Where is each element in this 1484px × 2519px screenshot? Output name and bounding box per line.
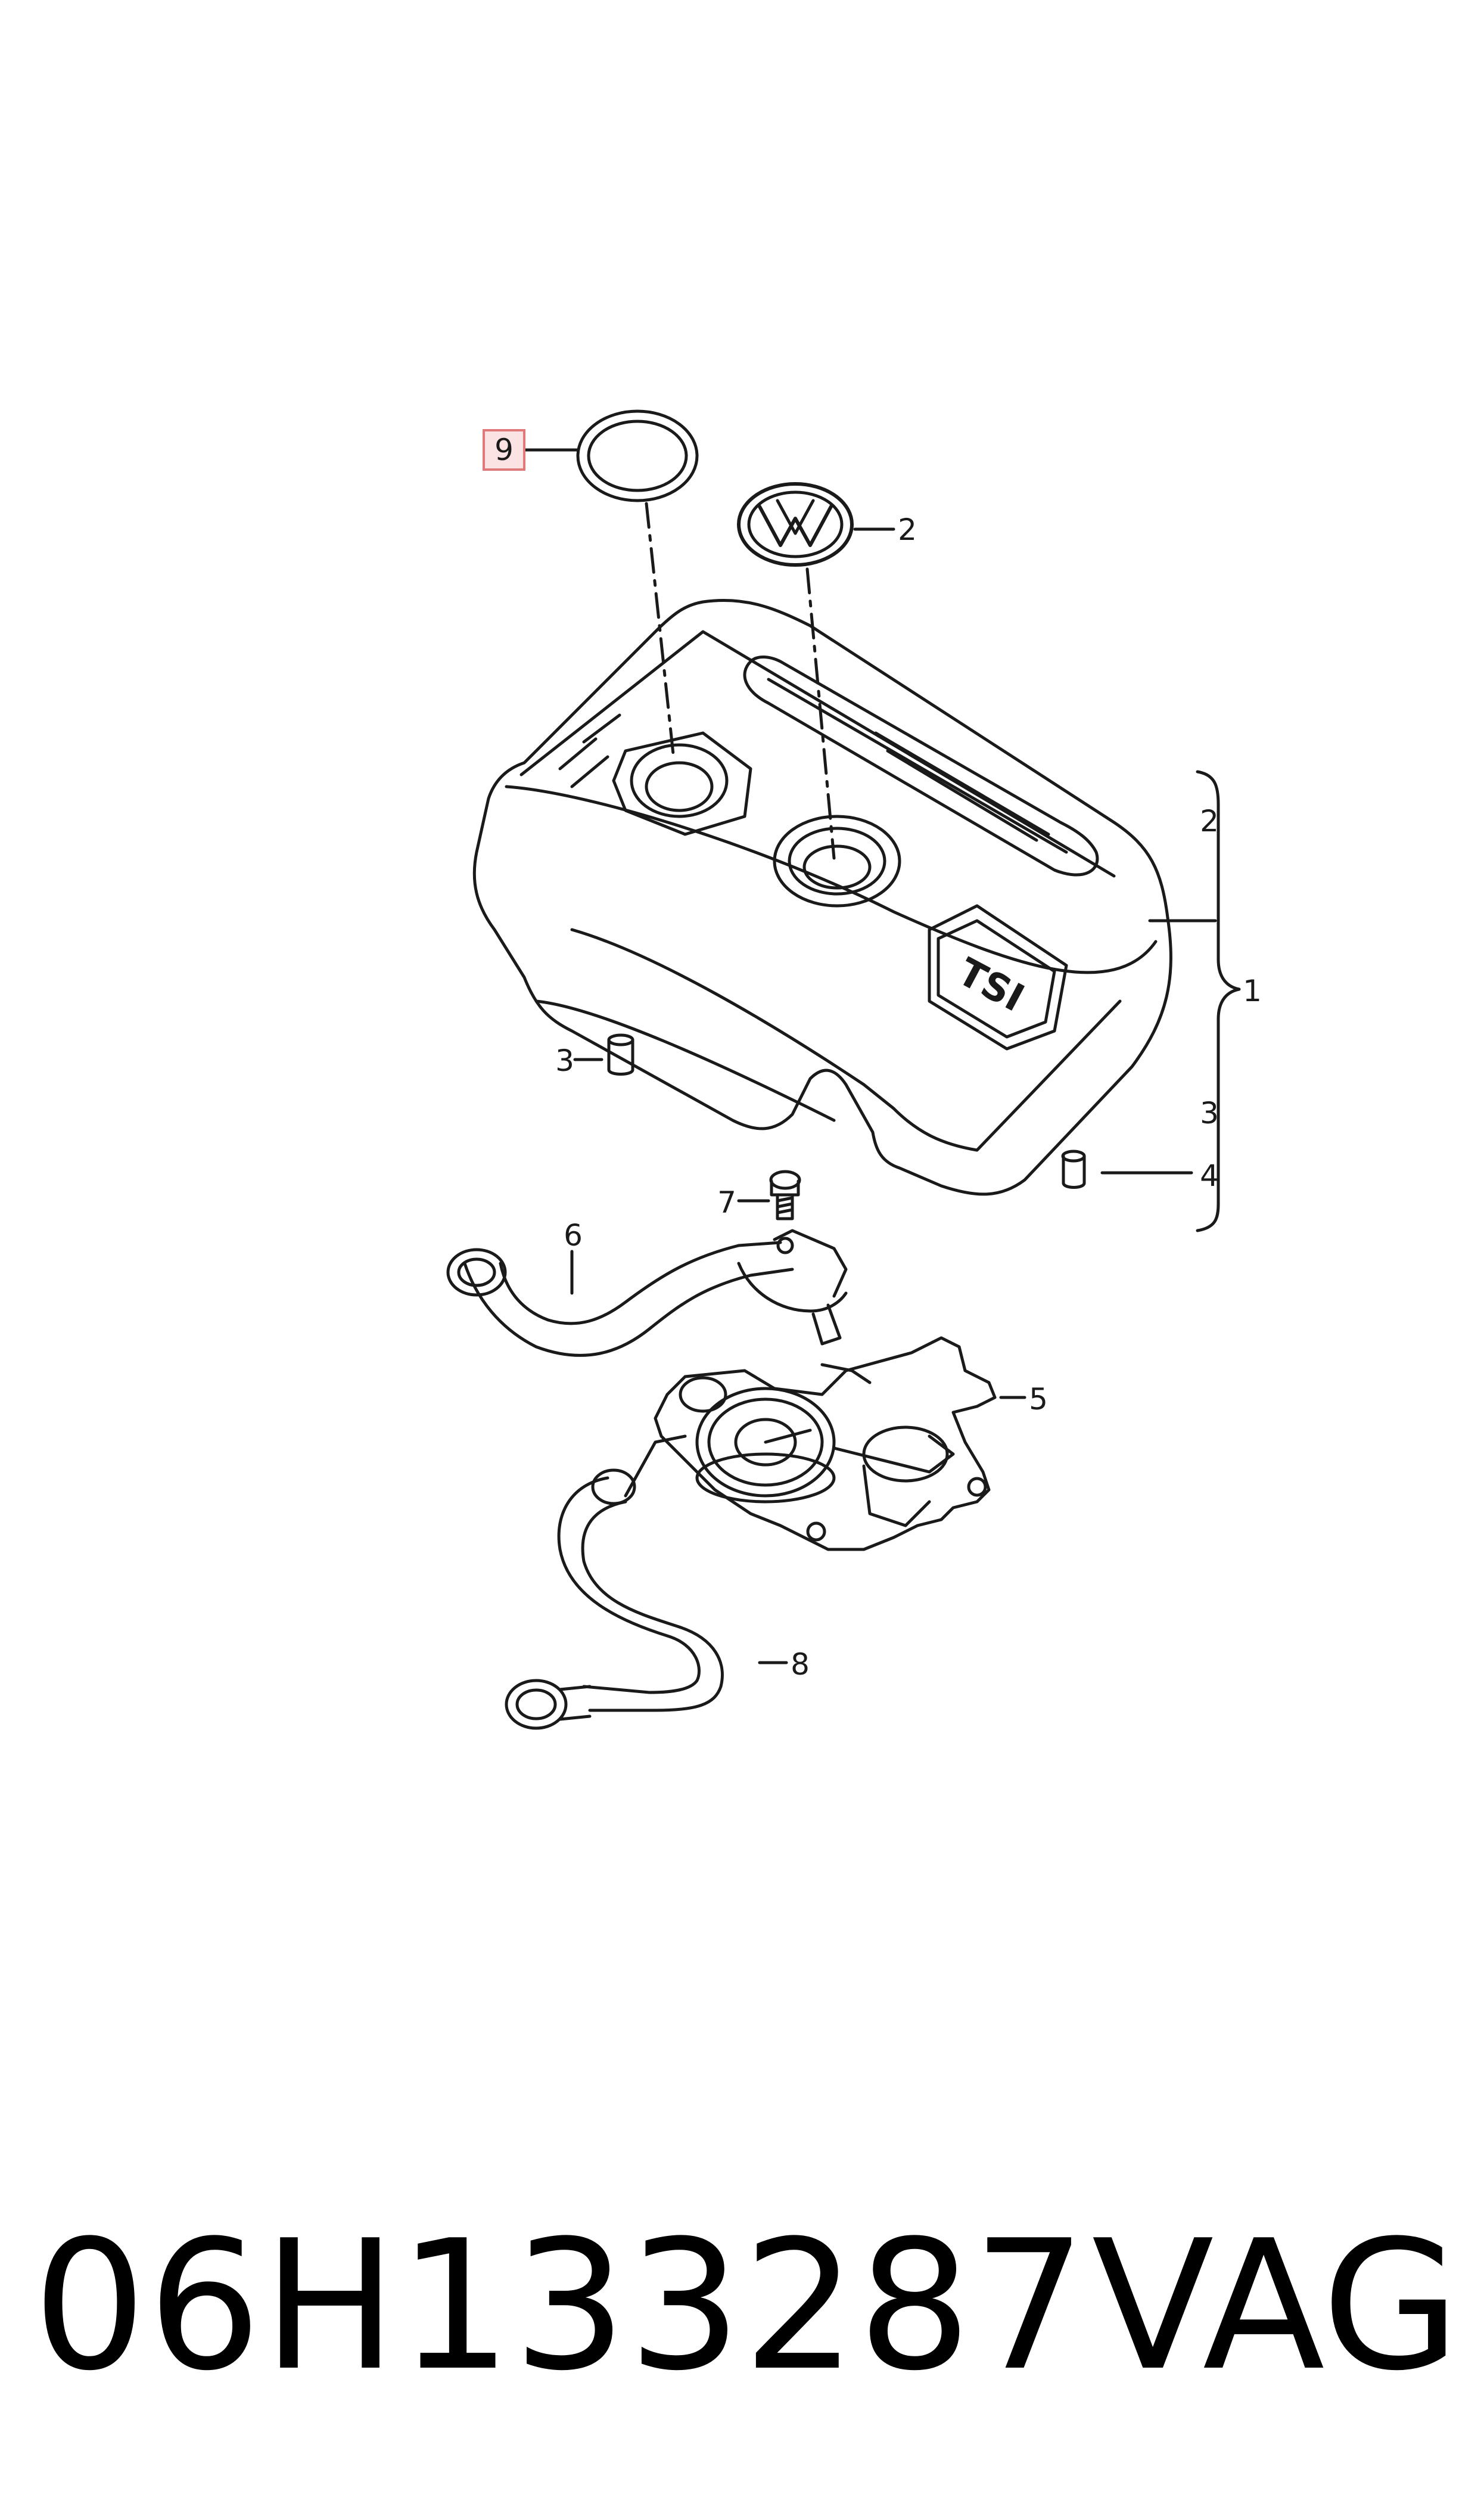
callout-3-bracket[interactable]: 3 (1200, 1096, 1219, 1130)
bracket-1 (1196, 770, 1241, 1232)
breather-hose-part-6[interactable] (446, 1229, 848, 1357)
brand-name: VAG (1091, 2202, 1460, 2410)
callout-5[interactable]: 5 (1029, 1382, 1048, 1417)
callout-7[interactable]: 7 (717, 1185, 736, 1220)
oil-separator-part-5[interactable] (654, 1336, 997, 1551)
callout-6[interactable]: 6 (564, 1218, 583, 1253)
callout-2-bracket[interactable]: 2 (1200, 804, 1219, 838)
callout-3-left[interactable]: 3 (555, 1043, 574, 1078)
seal-ring-part-9[interactable] (576, 409, 699, 502)
engine-cover-part-1[interactable] (472, 598, 1172, 1196)
highlight-box-9 (483, 429, 525, 471)
callout-1[interactable]: 1 (1243, 974, 1262, 1008)
callout-8[interactable]: 8 (791, 1647, 810, 1682)
bolt-part-7[interactable] (769, 1170, 801, 1220)
grommet-part-3[interactable] (607, 1033, 634, 1076)
emblem-cap-part-2[interactable] (737, 482, 854, 567)
callout-9[interactable]: 9 (494, 433, 514, 467)
grommet-part-4[interactable] (1061, 1150, 1086, 1189)
callout-2-top[interactable]: 2 (898, 513, 917, 547)
part-number: 06H133287 (33, 2202, 1088, 2410)
lower-hose-part-8[interactable] (505, 1434, 724, 1730)
dash-line-2 (805, 567, 836, 860)
callout-4[interactable]: 4 (1200, 1158, 1219, 1193)
